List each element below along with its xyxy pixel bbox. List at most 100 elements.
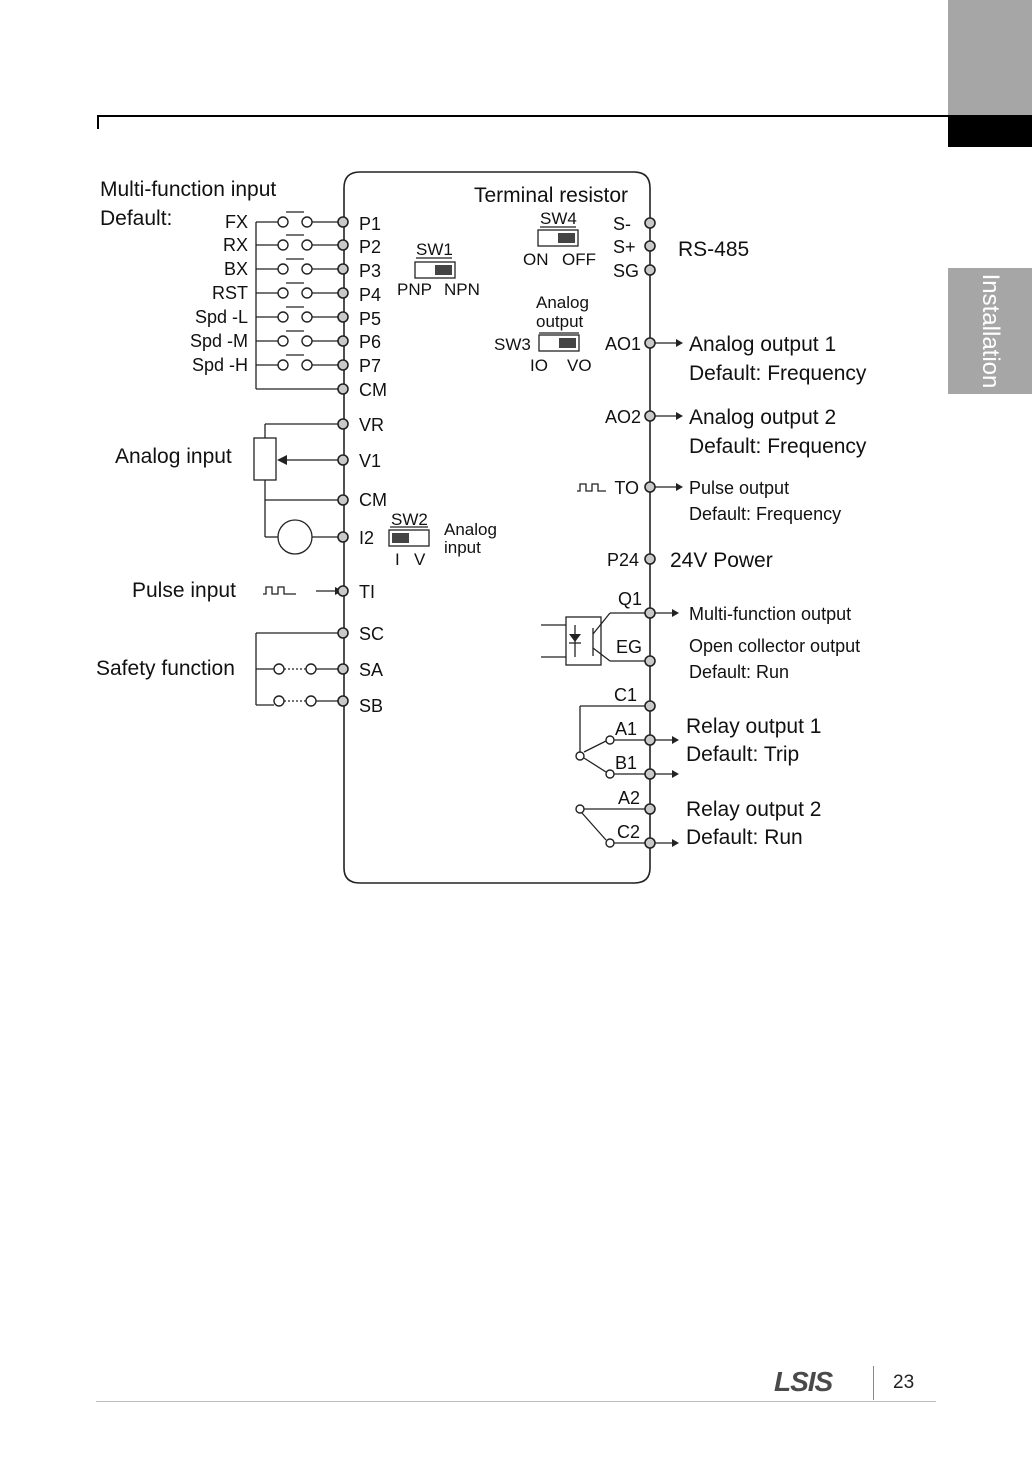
terminal-dot-cm[interactable] bbox=[337, 383, 349, 395]
p24-label: 24V Power bbox=[670, 549, 773, 572]
terminal-dot-p5[interactable] bbox=[337, 311, 349, 323]
terminal-dot-i2[interactable] bbox=[337, 531, 349, 543]
terminal-label-c1: C1 bbox=[614, 685, 637, 705]
input-label-rx: RX bbox=[223, 235, 248, 255]
terminal-label-b1: B1 bbox=[615, 753, 637, 773]
terminal-label-ao1: AO1 bbox=[605, 334, 641, 354]
ao1-title: Analog output 1 bbox=[689, 333, 836, 356]
terminal-dot-p7[interactable] bbox=[337, 359, 349, 371]
terminal-dot-v1[interactable] bbox=[337, 454, 349, 466]
relay2-title: Relay output 2 bbox=[686, 798, 821, 821]
terminal-dot-ao2[interactable] bbox=[644, 410, 656, 422]
terminal-dot-c2[interactable] bbox=[644, 837, 656, 849]
terminal-dot-sa[interactable] bbox=[337, 663, 349, 675]
contact-row-rx bbox=[256, 234, 343, 251]
lsis-logo: LSIS bbox=[774, 1366, 833, 1397]
sw3-title-line2: output bbox=[536, 312, 584, 331]
terminal-dot-a2[interactable] bbox=[644, 803, 656, 815]
header-tick bbox=[97, 115, 99, 129]
contact-row-spd-m bbox=[256, 330, 343, 347]
switch-sw3[interactable]: Analog output SW3 IO VO bbox=[494, 293, 592, 375]
terminal-label-sg: SG bbox=[613, 261, 639, 281]
input-label-bx: BX bbox=[224, 259, 248, 279]
terminal-dot-ao1[interactable] bbox=[644, 337, 656, 349]
terminal-label-to: TO bbox=[614, 478, 639, 498]
footer-rule bbox=[96, 1401, 936, 1402]
switch-sw4[interactable]: SW4 ON OFF bbox=[523, 209, 596, 269]
mfo-default: Default: Run bbox=[689, 662, 789, 682]
sw4-off-label: OFF bbox=[562, 250, 596, 269]
terminal-label-ti: TI bbox=[359, 582, 375, 602]
multi-function-input-title: Multi-function input bbox=[100, 178, 276, 201]
ao2-title: Analog output 2 bbox=[689, 406, 836, 429]
header-rule bbox=[97, 115, 949, 117]
input-label-spd-l: Spd -L bbox=[195, 307, 248, 327]
contact-row-spd-l bbox=[256, 306, 343, 323]
ao1-default: Default: Frequency bbox=[689, 362, 867, 385]
terminal-dot-sg[interactable] bbox=[644, 264, 656, 276]
sw3-vo-label: VO bbox=[567, 356, 592, 375]
terminal-dot-p2[interactable] bbox=[337, 239, 349, 251]
corner-grey-block bbox=[948, 0, 1032, 115]
terminal-dot-vr[interactable] bbox=[337, 418, 349, 430]
safety-contacts bbox=[255, 632, 343, 707]
terminal-dot-q1[interactable] bbox=[644, 607, 656, 619]
terminal-dot-p24[interactable] bbox=[644, 553, 656, 565]
terminal-resistor-title: Terminal resistor bbox=[474, 184, 628, 207]
terminal-dot-sb[interactable] bbox=[337, 695, 349, 707]
terminal-label-vr: VR bbox=[359, 415, 384, 435]
terminal-dot-sc[interactable] bbox=[337, 627, 349, 639]
sw3-title-line1: Analog bbox=[536, 293, 589, 312]
sw2-title-line2: input bbox=[444, 538, 481, 557]
mfo-sub: Open collector output bbox=[689, 636, 860, 656]
input-label-rst: RST bbox=[212, 283, 248, 303]
terminal-label-s-minus: S- bbox=[613, 214, 631, 234]
mfo-title: Multi-function output bbox=[689, 604, 851, 624]
terminal-label-ao2: AO2 bbox=[605, 407, 641, 427]
pulse-output-title: Pulse output bbox=[689, 478, 789, 498]
sw1-npn-label: NPN bbox=[444, 280, 480, 299]
terminal-dot-s-plus[interactable] bbox=[644, 240, 656, 252]
side-tab-installation[interactable]: Installation bbox=[948, 268, 1032, 394]
footer-separator bbox=[873, 1366, 874, 1400]
terminal-dot-cm-2[interactable] bbox=[337, 494, 349, 506]
open-collector-symbol bbox=[541, 612, 645, 666]
pulse-input-title: Pulse input bbox=[132, 579, 236, 602]
terminal-label-p5: P5 bbox=[359, 309, 381, 329]
contact-row-bx bbox=[256, 258, 343, 275]
terminal-label-sb: SB bbox=[359, 696, 383, 716]
potentiometer bbox=[253, 423, 343, 555]
pulse-output-default: Default: Frequency bbox=[689, 504, 841, 524]
relay2-default: Default: Run bbox=[686, 826, 803, 849]
input-contacts bbox=[255, 211, 343, 390]
terminal-dot-to[interactable] bbox=[644, 481, 656, 493]
terminal-label-c2: C2 bbox=[617, 822, 640, 842]
terminal-dot-p1[interactable] bbox=[337, 216, 349, 228]
terminal-dot-eg[interactable] bbox=[644, 655, 656, 667]
terminal-dot-p6[interactable] bbox=[337, 335, 349, 347]
terminal-dot-p3[interactable] bbox=[337, 263, 349, 275]
sw3-io-label: IO bbox=[530, 356, 548, 375]
relay-contacts bbox=[575, 705, 645, 848]
terminal-label-p3: P3 bbox=[359, 261, 381, 281]
terminal-dot-b1[interactable] bbox=[644, 768, 656, 780]
relay1-default: Default: Trip bbox=[686, 743, 799, 766]
sw2-title-line1: Analog bbox=[444, 520, 497, 539]
input-label-spd-h: Spd -H bbox=[192, 355, 248, 375]
terminal-label-cm: CM bbox=[359, 380, 387, 400]
terminal-label-a2: A2 bbox=[618, 788, 640, 808]
switch-sw2[interactable]: SW2 I V Analog input bbox=[388, 510, 497, 569]
sw2-i-label: I bbox=[395, 550, 400, 569]
output-arrows bbox=[655, 339, 683, 847]
sw1-pnp-label: PNP bbox=[397, 280, 432, 299]
terminal-dot-a1[interactable] bbox=[644, 734, 656, 746]
terminal-dot-p4[interactable] bbox=[337, 287, 349, 299]
terminal-dot-s-minus[interactable] bbox=[644, 217, 656, 229]
terminal-label-v1: V1 bbox=[359, 451, 381, 471]
switch-sw1[interactable]: SW1 PNP NPN bbox=[397, 240, 480, 299]
terminal-dot-ti[interactable] bbox=[337, 585, 349, 597]
terminal-label-p24: P24 bbox=[607, 550, 639, 570]
terminal-dot-c1[interactable] bbox=[644, 700, 656, 712]
terminal-label-cm-2: CM bbox=[359, 490, 387, 510]
